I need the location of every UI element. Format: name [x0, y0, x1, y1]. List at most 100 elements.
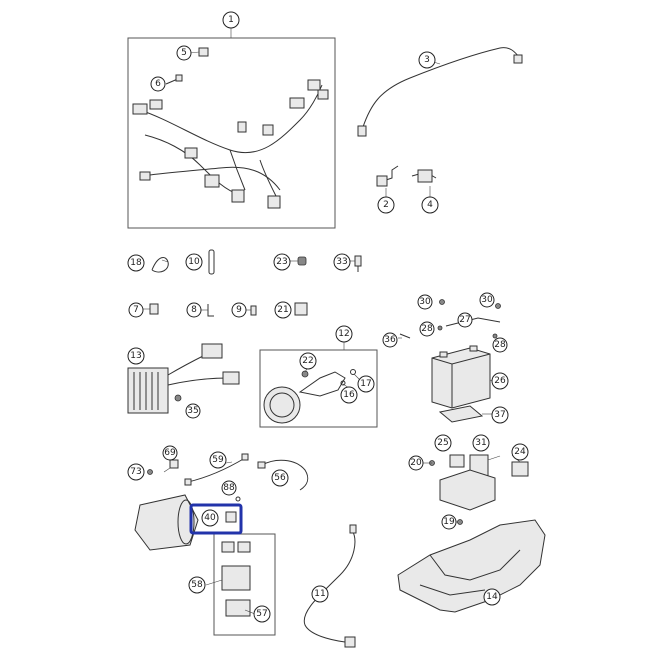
callout-8[interactable]: 8 — [186, 302, 202, 318]
callout-58[interactable]: 58 — [188, 576, 206, 594]
part-23-grommet[interactable] — [297, 256, 307, 266]
callout-3[interactable]: 3 — [418, 51, 436, 69]
callout-33[interactable]: 33 — [333, 253, 351, 271]
part-59-cable[interactable] — [184, 453, 249, 486]
part-7-connector[interactable] — [149, 303, 159, 315]
part-28-nut-right[interactable] — [492, 333, 498, 339]
callout-20[interactable]: 20 — [408, 455, 424, 471]
callout-36[interactable]: 36 — [382, 332, 398, 348]
callout-37[interactable]: 37 — [491, 406, 509, 424]
callout-73[interactable]: 73 — [127, 463, 145, 481]
part-27-cable[interactable] — [445, 317, 501, 327]
callout-5[interactable]: 5 — [176, 45, 192, 61]
part-36-screw[interactable] — [399, 333, 411, 339]
part-40-fuse-holder[interactable] — [225, 511, 237, 523]
callout-14[interactable]: 14 — [483, 588, 501, 606]
callout-25[interactable]: 25 — [434, 434, 452, 452]
callout-23[interactable]: 23 — [273, 253, 291, 271]
main-wiring-harness[interactable] — [132, 79, 329, 209]
callout-label: 22 — [302, 356, 313, 366]
callout-label: 13 — [130, 351, 141, 361]
callout-2[interactable]: 2 — [377, 196, 395, 214]
callout-label: 57 — [256, 609, 267, 619]
ecu-bracket[interactable] — [439, 469, 496, 511]
part-69-clip[interactable] — [169, 459, 179, 469]
part-24-relay[interactable] — [511, 461, 529, 477]
relay-assembly[interactable] — [221, 541, 251, 617]
callout-label: 35 — [187, 406, 198, 416]
part-16-screw[interactable] — [340, 380, 346, 386]
part-35-screw[interactable] — [174, 394, 182, 402]
callout-28-right[interactable]: 28 — [492, 337, 508, 353]
callout-label: 3 — [424, 55, 430, 65]
callout-11[interactable]: 11 — [311, 585, 329, 603]
callout-30-right[interactable]: 30 — [479, 292, 495, 308]
callout-24[interactable]: 24 — [511, 443, 529, 461]
callout-13[interactable]: 13 — [127, 347, 145, 365]
callout-label: 26 — [494, 376, 506, 386]
part-5-plug[interactable] — [198, 47, 209, 57]
callout-16[interactable]: 16 — [340, 386, 358, 404]
callout-label: 73 — [130, 467, 141, 477]
part-73-bolt[interactable] — [147, 469, 153, 475]
callout-12[interactable]: 12 — [335, 325, 353, 343]
part-9-fuse[interactable] — [250, 305, 257, 316]
callout-56[interactable]: 56 — [271, 469, 289, 487]
part-18-cable-ties[interactable] — [151, 257, 169, 273]
part-26-battery[interactable] — [431, 345, 491, 409]
callout-label: 30 — [419, 297, 431, 307]
callout-10[interactable]: 10 — [185, 253, 203, 271]
callout-69[interactable]: 69 — [162, 445, 178, 461]
callout-22[interactable]: 22 — [299, 352, 317, 370]
callout-19[interactable]: 19 — [441, 514, 457, 530]
callout-17[interactable]: 17 — [357, 375, 375, 393]
callout-27[interactable]: 27 — [457, 312, 473, 328]
part-10-holder[interactable] — [208, 249, 215, 275]
part-25-fuse-box[interactable] — [449, 454, 465, 468]
part-21-relay[interactable] — [294, 302, 308, 316]
part-8-clip[interactable] — [207, 304, 214, 317]
callout-40[interactable]: 40 — [201, 509, 219, 527]
callout-label: 9 — [236, 305, 242, 315]
callout-6[interactable]: 6 — [150, 76, 166, 92]
callout-28-left[interactable]: 28 — [419, 321, 435, 337]
part-56-cable[interactable] — [257, 459, 309, 491]
callout-label: 69 — [164, 448, 176, 458]
part-12-bracket[interactable] — [263, 371, 346, 424]
callout-26[interactable]: 26 — [491, 372, 509, 390]
callout-31[interactable]: 31 — [472, 434, 490, 452]
part-3-cable[interactable] — [357, 47, 523, 137]
callout-label: 21 — [277, 305, 288, 315]
callout-1[interactable]: 1 — [222, 11, 240, 29]
callout-57[interactable]: 57 — [253, 605, 271, 623]
callout-18[interactable]: 18 — [127, 254, 145, 272]
callout-30-left[interactable]: 30 — [417, 294, 433, 310]
part-28-nut-left[interactable] — [437, 325, 443, 331]
part-2-switch[interactable] — [376, 165, 399, 198]
part-37-pad[interactable] — [438, 405, 484, 423]
callout-59[interactable]: 59 — [209, 451, 227, 469]
part-19-screw[interactable] — [457, 519, 463, 525]
part-30-screw-left[interactable] — [439, 299, 445, 305]
callout-9[interactable]: 9 — [231, 302, 247, 318]
part-30-screw-right[interactable] — [495, 303, 501, 309]
part-13-regulator[interactable] — [127, 343, 240, 414]
callout-4[interactable]: 4 — [421, 196, 439, 214]
callout-88[interactable]: 88 — [221, 480, 237, 496]
part-4-switch[interactable] — [411, 169, 437, 198]
part-33-sensor[interactable] — [354, 255, 362, 272]
callout-label: 37 — [494, 410, 505, 420]
part-17-washer[interactable] — [350, 369, 356, 375]
starter-motor[interactable] — [134, 494, 199, 551]
part-11-cable[interactable] — [303, 524, 357, 648]
callout-35[interactable]: 35 — [185, 403, 201, 419]
callout-label: 14 — [486, 592, 498, 602]
part-22-nut[interactable] — [301, 370, 309, 378]
part-6-cable-tie[interactable] — [165, 74, 183, 85]
callout-label: 12 — [338, 329, 349, 339]
callout-21[interactable]: 21 — [274, 301, 292, 319]
callout-7[interactable]: 7 — [128, 302, 144, 318]
part-88-screw[interactable] — [235, 496, 241, 502]
part-14-frame[interactable] — [397, 519, 546, 613]
